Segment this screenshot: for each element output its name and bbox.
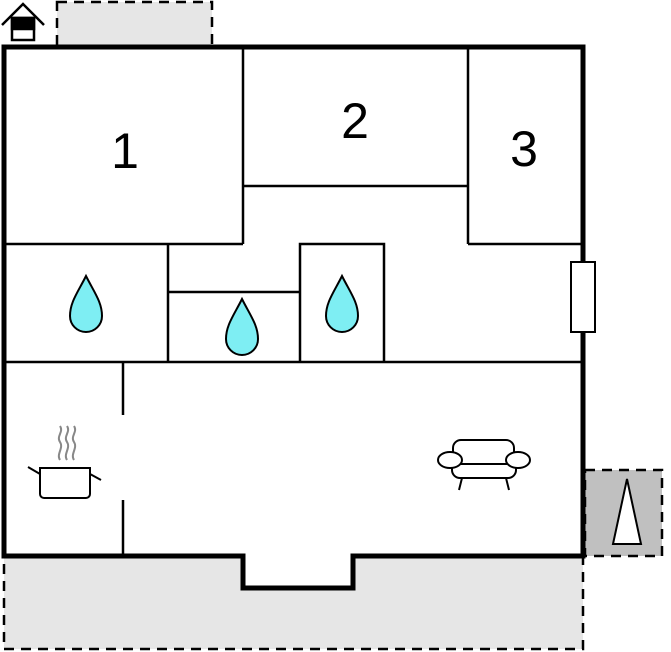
exterior-wall: [1, 44, 586, 591]
interior-walls: [4, 47, 583, 556]
window-icon: [570, 261, 596, 333]
room-label-2: 2: [341, 93, 369, 149]
house-entrance-icon: [1, 2, 45, 42]
tree-icon: [611, 478, 643, 545]
room-label-3: 3: [510, 121, 538, 177]
water-drop-icon: [68, 273, 104, 333]
top-terrace: [55, 0, 214, 49]
water-drop-icon: [324, 273, 360, 333]
sofa-icon: [437, 439, 531, 491]
cooking-pot-icon: [27, 425, 102, 499]
room-label-1: 1: [111, 123, 139, 179]
water-drop-icon: [224, 296, 260, 356]
